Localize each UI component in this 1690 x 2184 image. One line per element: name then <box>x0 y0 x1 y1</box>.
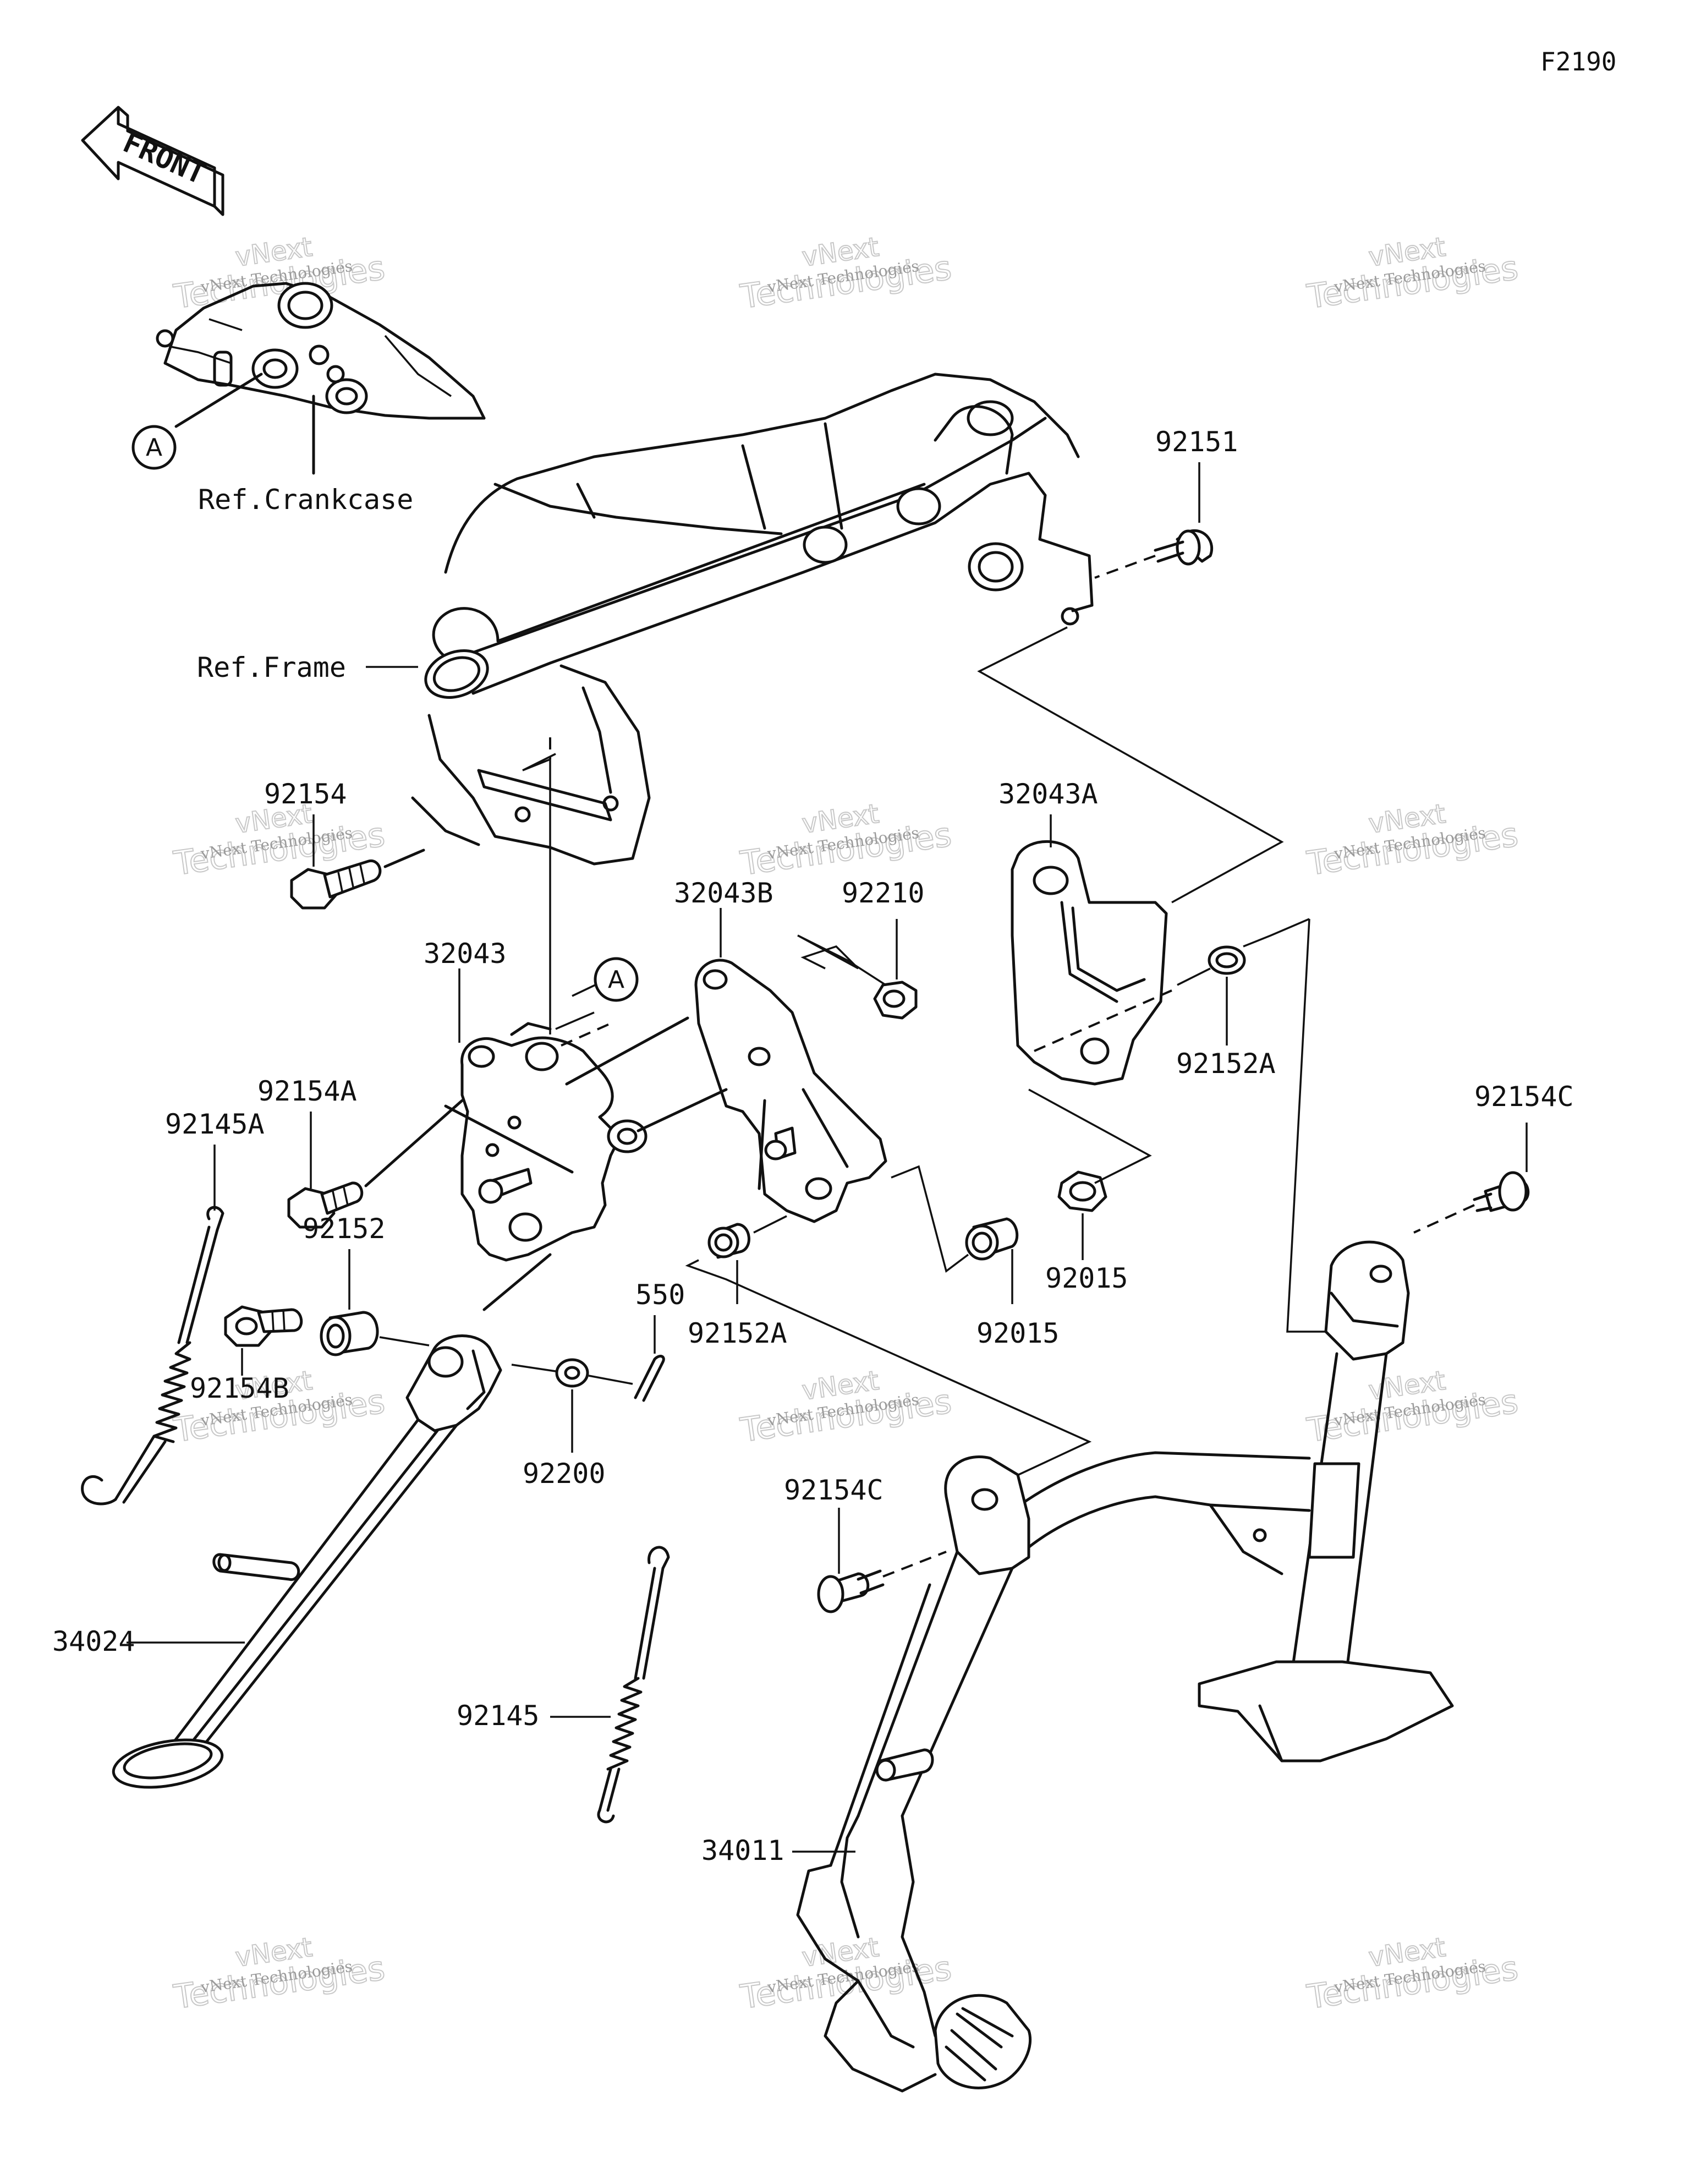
assembly-line-upper <box>977 626 1284 904</box>
cotter-pin-550 <box>634 1315 665 1402</box>
nut-92015-right <box>1028 1088 1152 1212</box>
bolt-92154C-right <box>1413 1171 1530 1234</box>
part-label-550: 550 <box>635 1279 685 1311</box>
watermark-10: Technologies vNext vNext Technologies <box>171 1931 387 2017</box>
figure-id: F2190 <box>1540 47 1616 76</box>
bolt-92154B <box>224 1305 303 1347</box>
watermark-2: Technologies vNext vNext Technologies <box>737 231 954 317</box>
collar-92152A-upper <box>1177 918 1310 986</box>
watermark-8: Technologies vNext vNext Technologies <box>737 1365 954 1450</box>
part-label-92152A-upper: 92152A <box>1176 1048 1276 1080</box>
watermark-1: Technologies vNext vNext Technologies <box>171 231 387 317</box>
part-label-92145A: 92145A <box>165 1108 265 1140</box>
part-label-92200: 92200 <box>523 1458 606 1490</box>
washer-92200 <box>511 1358 633 1388</box>
part-label-92154: 92154 <box>264 778 347 810</box>
part-label-92154B: 92154B <box>190 1372 289 1404</box>
part-label-32043A: 32043A <box>998 778 1098 810</box>
part-label-92154C-left: 92154C <box>784 1474 884 1506</box>
front-arrow-icon: FRONT <box>81 106 224 216</box>
crankcase-reference <box>156 282 486 475</box>
part-label-92015-lower: 92015 <box>976 1317 1060 1349</box>
bracket-32043 <box>444 737 728 1262</box>
ref-crankcase-label: Ref.Crankcase <box>198 484 413 516</box>
bolt-92154 <box>290 849 425 910</box>
part-label-92154C-right: 92154C <box>1474 1081 1574 1113</box>
spring-92145A <box>81 1206 224 1506</box>
nut-92210 <box>797 934 918 1020</box>
collar-92152 <box>320 1311 430 1356</box>
watermark-3: Technologies vNext vNext Technologies <box>1304 231 1521 317</box>
spring-92145 <box>597 1546 670 1824</box>
svg-text:A: A <box>146 434 162 462</box>
side-stand-34024 <box>112 1253 552 1789</box>
part-label-92210: 92210 <box>842 877 925 909</box>
part-label-92154A: 92154A <box>257 1075 357 1107</box>
nut-92015-lower <box>891 1165 1019 1273</box>
connector-a-crankcase: A <box>131 425 177 470</box>
part-label-92151: 92151 <box>1155 426 1238 458</box>
bolt-92154C-left <box>817 1551 947 1613</box>
connector-a-bracket: A <box>572 957 639 1002</box>
watermark-11: Technologies vNext vNext Technologies <box>737 1931 954 2017</box>
part-label-32043B: 32043B <box>674 877 773 909</box>
svg-text:A: A <box>608 966 624 994</box>
part-label-92152A-lower: 92152A <box>688 1317 787 1349</box>
part-label-92015-right: 92015 <box>1045 1262 1128 1294</box>
bolt-92154A <box>287 1099 464 1229</box>
assembly-line-right <box>1286 918 1326 1333</box>
bracket-32043A <box>1011 840 1172 1086</box>
part-label-92152: 92152 <box>303 1213 386 1245</box>
part-label-32043: 32043 <box>424 938 507 970</box>
watermark-12: Technologies vNext vNext Technologies <box>1304 1931 1521 2017</box>
center-stand-34011 <box>796 1240 1454 2093</box>
ref-frame-label: Ref.Frame <box>197 652 346 683</box>
bolt-92151 <box>1094 529 1214 579</box>
part-label-34024: 34024 <box>52 1625 135 1657</box>
frame-reference <box>411 373 1094 866</box>
watermark-5: Technologies vNext vNext Technologies <box>737 798 954 884</box>
collar-92152A-lower <box>685 1215 1092 1481</box>
part-label-92145: 92145 <box>457 1700 540 1732</box>
bracket-32043B <box>694 945 887 1223</box>
part-label-34011: 34011 <box>701 1835 784 1866</box>
watermark-6: Technologies vNext vNext Technologies <box>1304 798 1521 884</box>
